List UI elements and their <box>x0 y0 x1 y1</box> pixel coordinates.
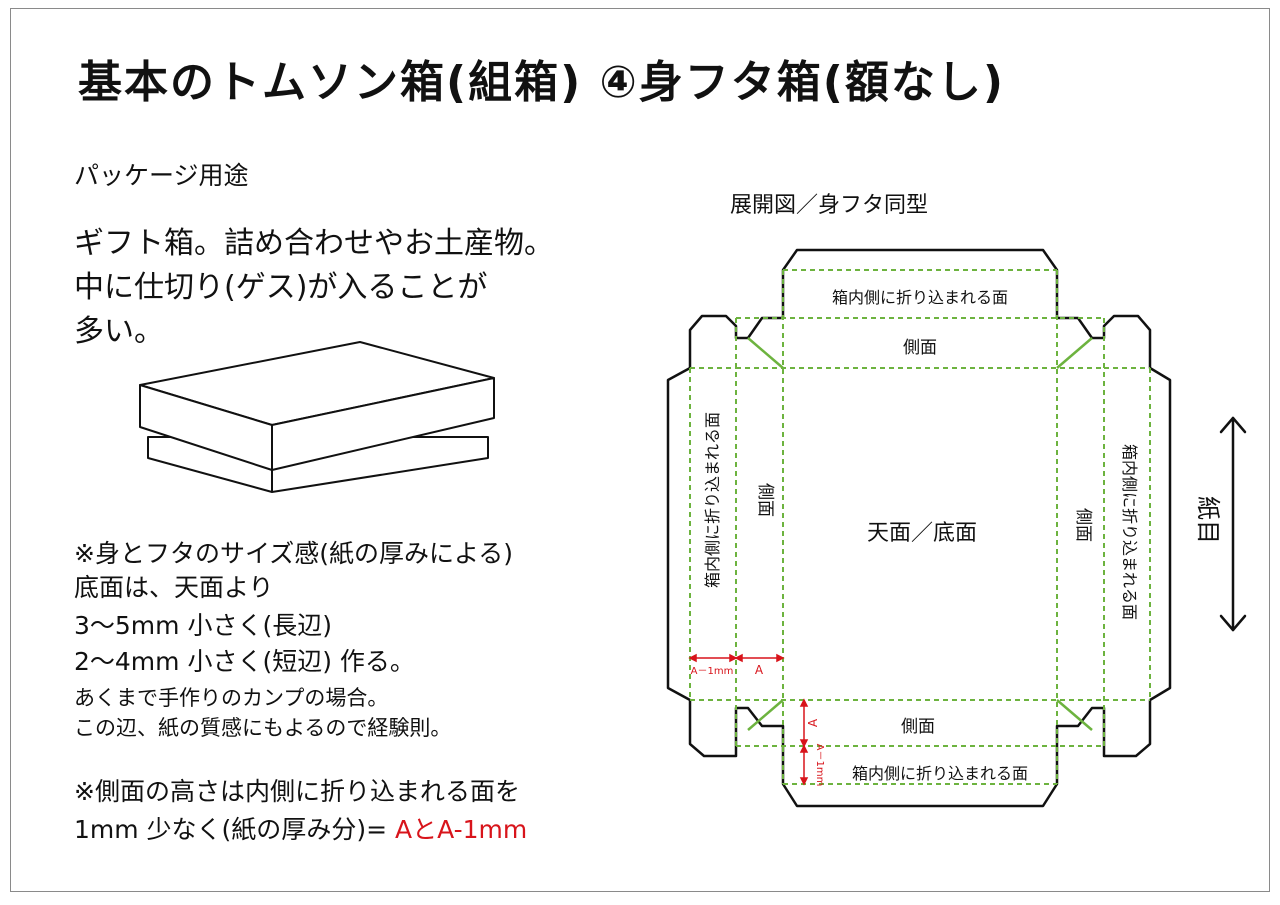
box-lid-side <box>271 377 495 471</box>
arrow-head <box>799 744 809 753</box>
arrow-head <box>729 653 738 663</box>
arrow-head <box>799 777 809 786</box>
dieline-outline <box>666 248 1172 808</box>
note-prefix: 1mm 少なく(紙の厚み分)= <box>74 815 388 844</box>
grain-arrow-head <box>1219 416 1247 434</box>
label-right-fold-in: 箱内側に折り込まれる面 <box>1120 444 1139 620</box>
note-line: あくまで手作りのカンプの場合。 <box>74 686 389 710</box>
corner-folds <box>747 337 1093 731</box>
usage-line: ギフト箱。詰め合わせやお土産物。 <box>74 226 554 261</box>
label-top-fold-in: 箱内側に折り込まれる面 <box>832 288 1008 307</box>
grain-arrow-head <box>1219 614 1247 632</box>
dim-label-a-minus: A－1mm <box>691 666 734 677</box>
arrow-head <box>688 653 697 663</box>
label-left-side: 側面 <box>755 483 775 517</box>
note-line: この辺、紙の質感にもよるので経験則。 <box>74 716 452 740</box>
diagram-caption: 展開図／身フタ同型 <box>730 193 928 218</box>
dim-label-a: A <box>755 663 764 677</box>
note-line: 底面は、天面より <box>74 573 274 602</box>
arrow-head <box>776 653 785 663</box>
corner-fold <box>747 337 784 369</box>
note-line: 2～4mm 小さく(短辺) 作る。 <box>74 647 415 676</box>
grain-arrow <box>1219 416 1247 632</box>
usage-line: 多い。 <box>74 314 164 349</box>
label-bottom-fold-in: 箱内側に折り込まれる面 <box>852 764 1028 783</box>
note-line: 1mm 少なく(紙の厚み分)= AとA-1mm <box>74 810 527 846</box>
corner-fold <box>1056 337 1093 369</box>
label-top-side: 側面 <box>903 338 937 358</box>
dim-label-a-minus-vert: A－1mm <box>814 744 825 787</box>
label-bottom-side: 側面 <box>901 717 935 737</box>
note-line: 3～5mm 小さく(長辺) <box>74 611 332 640</box>
note-line: ※身とフタのサイズ感(紙の厚みによる) <box>74 539 513 568</box>
fold-lines <box>689 269 1151 785</box>
dimension-horizontal <box>688 653 785 663</box>
label-center: 天面／底面 <box>867 521 977 546</box>
note-formula: AとA-1mm <box>394 815 528 844</box>
label-right-side: 側面 <box>1073 508 1093 542</box>
corner-fold <box>747 699 784 731</box>
label-left-fold-in: 箱内側に折り込まれる面 <box>703 412 722 588</box>
box-illustration <box>139 341 495 493</box>
note-line: ※側面の高さは内側に折り込まれる面を <box>74 777 520 806</box>
usage-line: 中に仕切り(ゲス)が入ることが <box>74 270 488 305</box>
usage-heading: パッケージ用途 <box>74 161 249 190</box>
arrow-head <box>734 653 743 663</box>
page-title: 基本のトムソン箱(組箱) ④身フタ箱(額なし) <box>78 57 1006 108</box>
arrow-head <box>799 739 809 748</box>
dim-label-a-vert: A <box>806 718 820 727</box>
grain-label: 紙目 <box>1194 496 1222 544</box>
page-frame <box>10 8 1270 892</box>
arrow-head <box>799 698 809 707</box>
corner-fold <box>1056 699 1093 731</box>
dimension-vertical <box>799 698 809 786</box>
